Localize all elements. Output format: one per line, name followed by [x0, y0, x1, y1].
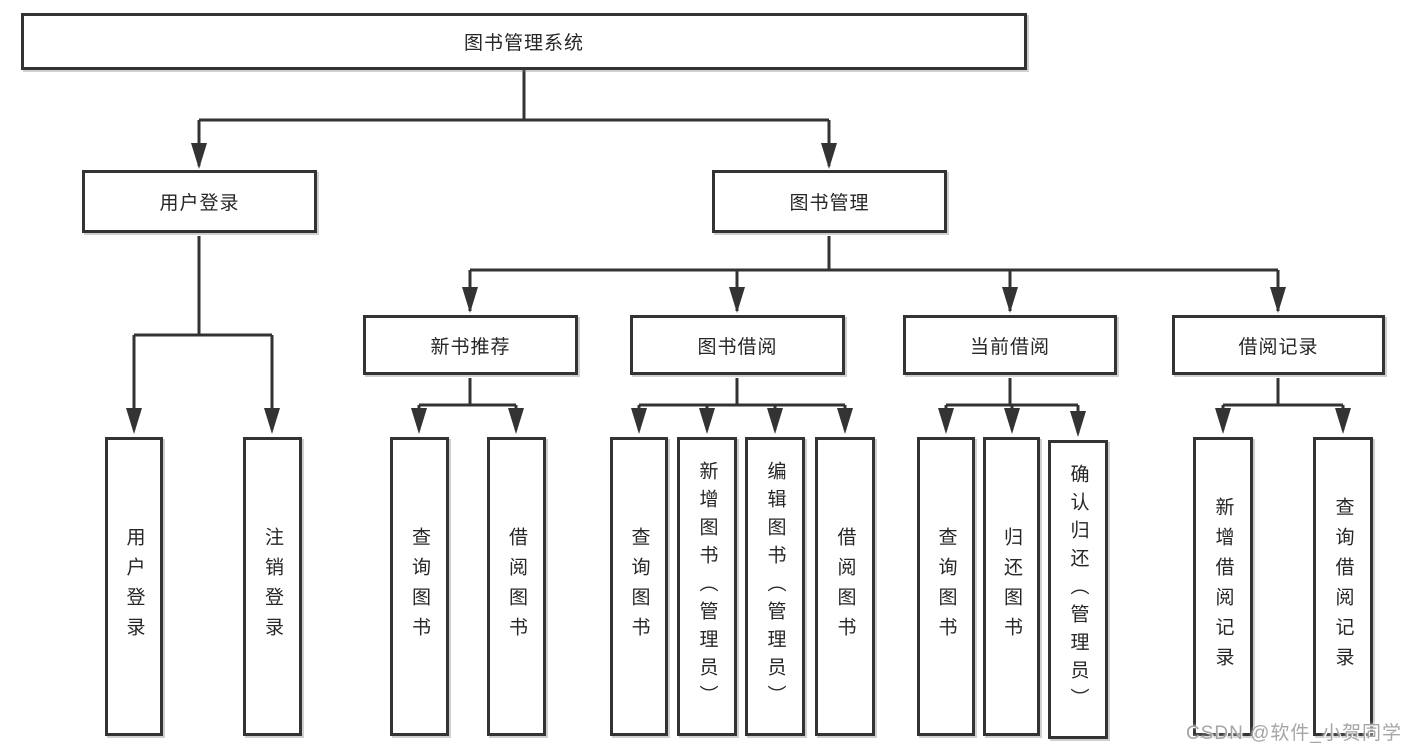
leaf-return-books-label: 归还图书 — [1001, 526, 1022, 647]
leaf-logout: 注销登录 — [243, 437, 302, 736]
node-new-book-recommend: 新书推荐 — [363, 315, 578, 375]
leaf-return-books: 归还图书 — [983, 437, 1040, 736]
leaf-query-borrow-record-label: 查询借阅记录 — [1332, 496, 1354, 677]
leaf-query-books-recommend-label: 查询图书 — [409, 526, 430, 647]
leaf-confirm-return-admin-label: 确认归还（管理员） — [1067, 463, 1089, 716]
leaf-confirm-return-admin: 确认归还（管理员） — [1048, 440, 1108, 739]
leaf-query-books-borrowing: 查询图书 — [610, 437, 668, 736]
leaf-edit-book-admin: 编辑图书（管理员） — [745, 437, 805, 736]
leaf-borrow-books-borrowing: 借阅图书 — [815, 437, 875, 736]
leaf-edit-book-admin-label: 编辑图书（管理员） — [764, 460, 786, 713]
leaf-query-books-borrowing-label: 查询图书 — [628, 526, 650, 647]
leaf-user-login: 用户登录 — [105, 437, 163, 736]
leaf-add-borrow-record: 新增借阅记录 — [1193, 437, 1253, 736]
leaf-query-books-current: 查询图书 — [917, 437, 975, 736]
leaf-query-books-recommend: 查询图书 — [390, 437, 449, 736]
node-borrowing-records: 借阅记录 — [1172, 315, 1385, 375]
leaf-add-book-admin-label: 新增图书（管理员） — [696, 460, 718, 713]
leaf-borrow-books-recommend: 借阅图书 — [487, 437, 546, 736]
csdn-watermark: CSDN @软件_小贺同学 — [1186, 723, 1402, 744]
leaf-query-borrow-record: 查询借阅记录 — [1313, 437, 1373, 736]
leaf-user-login-label: 用户登录 — [123, 526, 145, 647]
leaf-add-borrow-record-label: 新增借阅记录 — [1212, 496, 1234, 677]
node-library-management-system: 图书管理系统 — [21, 13, 1027, 70]
leaf-logout-label: 注销登录 — [262, 526, 283, 647]
node-current-borrowing: 当前借阅 — [903, 315, 1117, 375]
leaf-query-books-current-label: 查询图书 — [935, 526, 957, 647]
node-book-borrowing: 图书借阅 — [630, 315, 845, 375]
node-user-login: 用户登录 — [82, 170, 317, 233]
leaf-add-book-admin: 新增图书（管理员） — [677, 437, 737, 736]
leaf-borrow-books-borrowing-label: 借阅图书 — [834, 526, 856, 647]
leaf-borrow-books-recommend-label: 借阅图书 — [506, 526, 527, 647]
node-book-management: 图书管理 — [712, 170, 947, 233]
